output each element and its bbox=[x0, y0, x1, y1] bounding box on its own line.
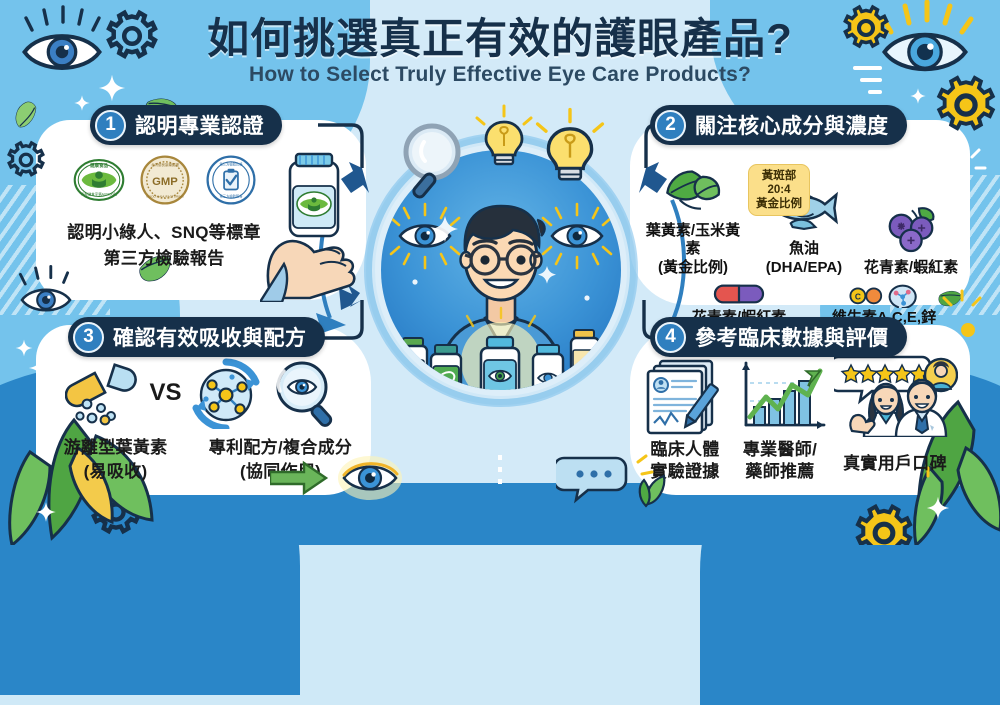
glowing-eye-right-icon bbox=[541, 202, 613, 270]
section-4-icon-row bbox=[630, 353, 970, 437]
green-arrow-to-healthy-eye bbox=[270, 456, 402, 500]
ingredient-anthocyanin: 花青素/蝦紅素 bbox=[861, 197, 961, 277]
leaf-icon-bubble bbox=[638, 474, 666, 508]
hand-holding-bottle-illustration bbox=[260, 152, 356, 302]
star-rating-group bbox=[840, 363, 930, 384]
third-party-test-badge: 第三方檢驗合格 第三方檢驗報告 bbox=[206, 155, 256, 205]
gmp-badge: GMP 台灣優良製藥認證 GOOD MANUFACTURING bbox=[140, 155, 190, 205]
section-3-caption-free-lutein: 游離型葉黃素 (易吸收) bbox=[41, 437, 191, 483]
section-3-item-1-line-1: 游離型葉黃素 bbox=[63, 438, 168, 457]
bubble-spark-lines bbox=[636, 454, 654, 476]
page-title-zh: 如何挑選真正有效的護眼產品? bbox=[207, 15, 793, 62]
golden-ratio-chip: 黃斑部 20:4 黃金比例 bbox=[748, 164, 810, 217]
clinical-report-icon bbox=[646, 359, 719, 435]
section-3-number: 3 bbox=[73, 321, 104, 353]
section-1-caption-line-1: 認明小綠人、SNQ等標章 bbox=[67, 223, 261, 242]
svg-text:台灣優良製藥認證: 台灣優良製藥認證 bbox=[151, 162, 179, 167]
section-4-caption-clinical: 臨床人體 實驗證據 bbox=[640, 439, 730, 483]
comment-bubble-decor bbox=[556, 454, 666, 508]
svg-text:GMP: GMP bbox=[152, 176, 178, 188]
vitamin-molecule-icon: C bbox=[820, 279, 948, 309]
section-2-title: 關注核心成分與濃度 bbox=[695, 115, 889, 138]
svg-text:第三方檢驗報告: 第三方檢驗報告 bbox=[220, 193, 244, 198]
section-1-content: 健康食品 衛部健食字第A00000號 GMP 台灣優良製藥認證 GOOD MAN… bbox=[36, 120, 366, 302]
female-doctor-figure bbox=[849, 382, 908, 437]
section-4-caption-doctor: 專業醫師/ 藥師推薦 bbox=[732, 439, 828, 483]
center-illustration bbox=[381, 150, 621, 390]
svg-text:健康食品: 健康食品 bbox=[90, 162, 108, 169]
open-capsule-icon bbox=[65, 363, 138, 426]
section-4-header[interactable]: 4 參考臨床數據與評價 bbox=[650, 317, 907, 357]
magnifier-eye-icon bbox=[276, 361, 332, 427]
section-4-item-3-line-1: 真實用戶口碑 bbox=[843, 454, 947, 473]
section-4-number: 4 bbox=[655, 321, 686, 353]
golden-ratio-line-2: 20:4 bbox=[767, 184, 791, 197]
section-3-item-1-line-2: (易吸收) bbox=[83, 461, 148, 481]
section-2-header[interactable]: 2 關注核心成分與濃度 bbox=[650, 105, 907, 145]
section-4-title: 參考臨床數據與評價 bbox=[695, 327, 889, 350]
section-1-header[interactable]: 1 認明專業認證 bbox=[90, 105, 282, 145]
section-3-item-2-line-1: 專利配方/複合成分 bbox=[208, 438, 353, 457]
blueberry-icon bbox=[861, 197, 961, 259]
certification-badges: 健康食品 衛部健食字第A00000號 GMP 台灣優良製藥認證 GOOD MAN… bbox=[36, 154, 366, 206]
section-1-title: 認明專業認證 bbox=[135, 115, 264, 138]
growth-chart-icon bbox=[742, 361, 826, 429]
section-3-header[interactable]: 3 確認有效吸收與配方 bbox=[68, 317, 325, 357]
ingredient-fish-oil-label-1: 魚油 bbox=[788, 240, 819, 258]
section-4-item-2-line-1: 專業醫師/ bbox=[742, 440, 818, 459]
molecule-cycle-icon bbox=[192, 358, 259, 429]
golden-ratio-line-1: 黃斑部 bbox=[761, 170, 797, 182]
vs-label: VS bbox=[149, 379, 182, 406]
section-4-item-1-line-2: 實驗證據 bbox=[650, 461, 720, 481]
section-4-item-1-line-1: 臨床人體 bbox=[650, 440, 720, 459]
svg-text:GOOD MANUFACTURING: GOOD MANUFACTURING bbox=[146, 194, 184, 198]
ingredient-lutein: 葉黃素/玉米黃素 (黃金比例) bbox=[639, 160, 747, 277]
section-4-item-2-line-2: 藥師推薦 bbox=[745, 461, 815, 481]
section-3-icon-row: VS bbox=[36, 357, 371, 429]
title-block: 如何挑選真正有效的護眼產品? How to Select Truly Effec… bbox=[0, 16, 1000, 87]
ingredient-fish-oil-label-2: (DHA/EPA) bbox=[765, 258, 843, 276]
section-4-captions: 臨床人體 實驗證據 專業醫師/ 藥師推薦 真實用戶口碑 bbox=[630, 439, 970, 483]
svg-text:衛部健食字第A00000號: 衛部健食字第A00000號 bbox=[81, 192, 118, 197]
ingredient-anthocyanin-label-1: 花青素/蝦紅素 bbox=[863, 258, 959, 276]
ingredient-lutein-label-1: 葉黃素/玉米黃素 bbox=[645, 222, 741, 258]
doctors-review-icon bbox=[834, 355, 958, 437]
golden-ratio-line-3: 黃金比例 bbox=[756, 198, 802, 211]
spinach-leaf-icon bbox=[639, 160, 747, 222]
health-food-green-man-badge: 健康食品 衛部健食字第A00000號 bbox=[73, 159, 125, 201]
section-2-content: 黃斑部 20:4 黃金比例 葉黃素/玉米黃素 (黃金比例) bbox=[630, 120, 970, 326]
svg-text:第三方檢驗合格: 第三方檢驗合格 bbox=[220, 161, 244, 166]
capsule-icon bbox=[680, 279, 798, 309]
ingredient-lutein-label-2: (黃金比例) bbox=[658, 258, 728, 276]
section-3-title: 確認有效吸收與配方 bbox=[113, 327, 307, 350]
speech-bubble-icon bbox=[556, 456, 628, 504]
section-1-number: 1 bbox=[95, 109, 126, 141]
page-title-en: How to Select Truly Effective Eye Care P… bbox=[248, 63, 752, 87]
section-4-caption-reviews: 真實用戶口碑 bbox=[830, 439, 960, 483]
svg-text:C: C bbox=[855, 291, 861, 301]
section-4-content: 臨床人體 實驗證據 專業醫師/ 藥師推薦 真實用戶口碑 bbox=[630, 325, 970, 495]
section-2-number: 2 bbox=[655, 109, 686, 141]
glowing-eye-left-icon bbox=[389, 202, 461, 270]
